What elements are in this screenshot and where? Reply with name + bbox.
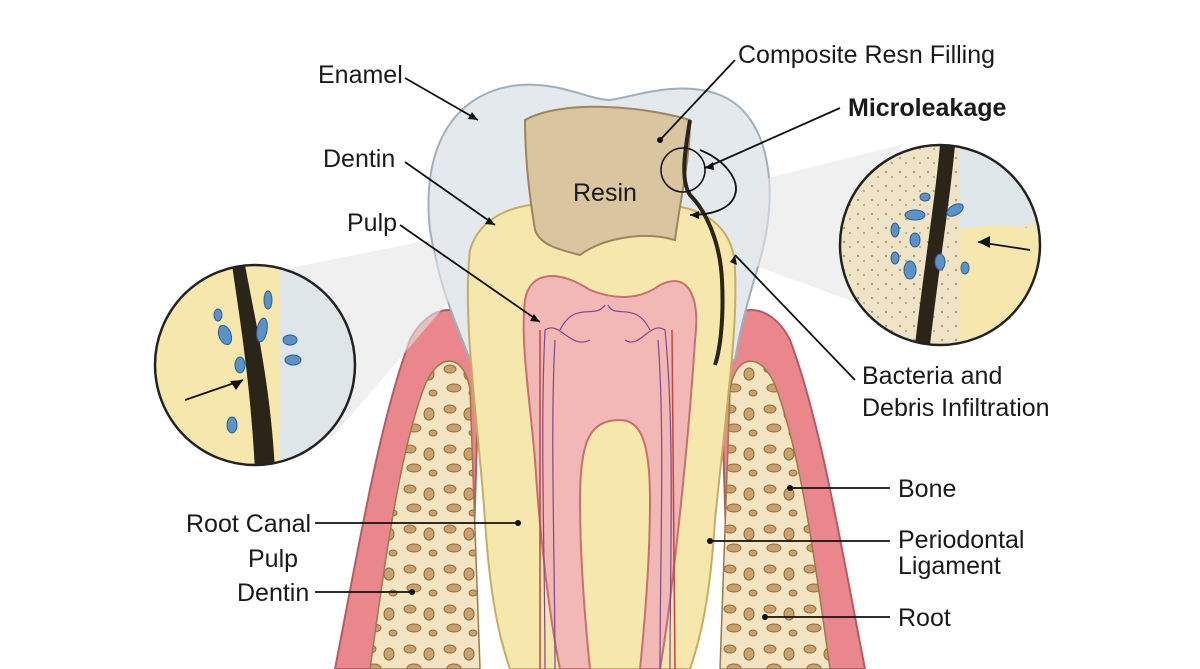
label-root-canal: Root Canal — [186, 510, 312, 538]
resin-filling — [523, 105, 692, 257]
label-pulp-bottom: Pulp — [248, 545, 299, 573]
label-periodontal-ligament: Periodontal Ligament — [898, 526, 1025, 580]
label-resin: Resin — [573, 179, 637, 207]
label-dentin-top: Dentin — [323, 145, 396, 173]
nerve-vessels — [542, 304, 672, 669]
label-bacteria-debris: Bacteria and Debris Infiltration — [862, 362, 1050, 422]
microleakage-circle — [660, 147, 706, 193]
label-enamel: Enamel — [318, 61, 403, 89]
label-pulp-top: Pulp — [347, 209, 398, 237]
bone-right — [719, 360, 831, 669]
dentin-shape — [466, 203, 737, 669]
label-root: Root — [898, 604, 951, 632]
label-dentin-bottom: Dentin — [237, 579, 310, 607]
label-microleakage: Microleakage — [848, 94, 1007, 122]
label-bone: Bone — [898, 475, 957, 503]
zoom-right — [840, 145, 1040, 345]
pulp-shape — [522, 275, 698, 669]
microleakage-gap — [682, 119, 725, 366]
label-composite-filling: Composite Resn Filling — [738, 41, 996, 69]
